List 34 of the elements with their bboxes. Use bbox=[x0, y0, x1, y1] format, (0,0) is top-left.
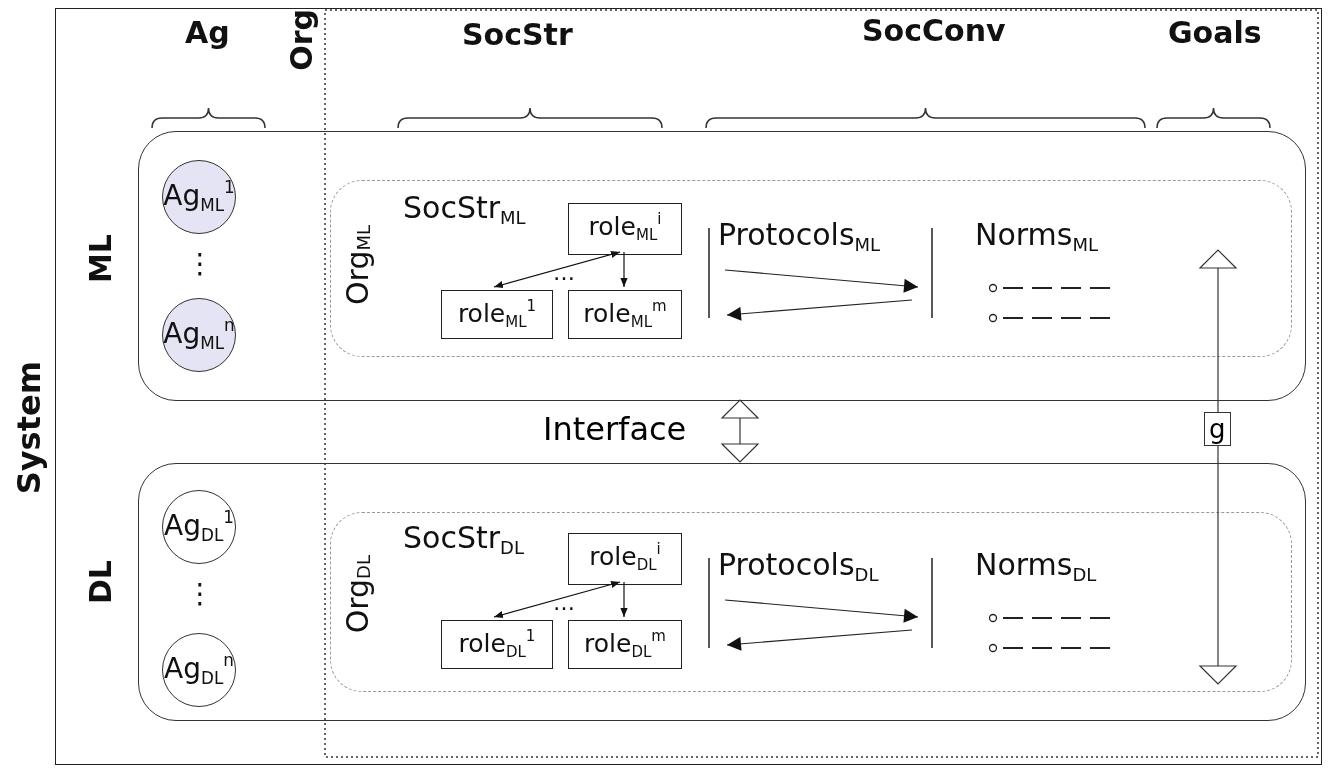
organization-panel bbox=[330, 180, 1292, 357]
heading: ML bbox=[86, 234, 116, 283]
text-label: Norms$_{ML}$ bbox=[975, 220, 1099, 255]
organization-panel bbox=[330, 512, 1292, 692]
text-label: ⋮ bbox=[186, 250, 214, 278]
heading: Org bbox=[287, 9, 317, 71]
edge-label: Interface bbox=[543, 413, 687, 445]
text-label: … bbox=[553, 262, 575, 284]
role-box bbox=[568, 533, 682, 585]
role-box bbox=[568, 203, 682, 255]
role-box bbox=[441, 290, 553, 339]
arrow bbox=[493, 250, 621, 289]
column-heading: SocStr bbox=[462, 20, 573, 50]
text-label: SocStr$_{DL}$ bbox=[403, 523, 524, 558]
edge-label: g bbox=[1204, 412, 1231, 446]
arrow bbox=[620, 251, 628, 288]
text-label: … bbox=[553, 592, 575, 614]
text-label: Norms$_{DL}$ bbox=[975, 550, 1097, 585]
heading: DL bbox=[86, 560, 116, 605]
role-box bbox=[568, 620, 682, 669]
column-heading: SocConv bbox=[862, 16, 1006, 46]
heading: System bbox=[13, 361, 45, 495]
double-arrow bbox=[1199, 249, 1237, 685]
text-label: Protocols$_{DL}$ bbox=[718, 550, 879, 585]
role-box bbox=[568, 290, 682, 339]
arrow bbox=[493, 580, 621, 619]
text-label: Protocols$_{ML}$ bbox=[718, 220, 881, 255]
role-box bbox=[441, 620, 553, 669]
arrow bbox=[620, 581, 628, 618]
double-arrow bbox=[721, 399, 759, 463]
text-label: ⋮ bbox=[186, 580, 214, 608]
column-heading: Goals bbox=[1168, 18, 1262, 48]
text-label: SocStr$_{ML}$ bbox=[403, 193, 526, 228]
column-heading: Ag bbox=[185, 18, 230, 48]
